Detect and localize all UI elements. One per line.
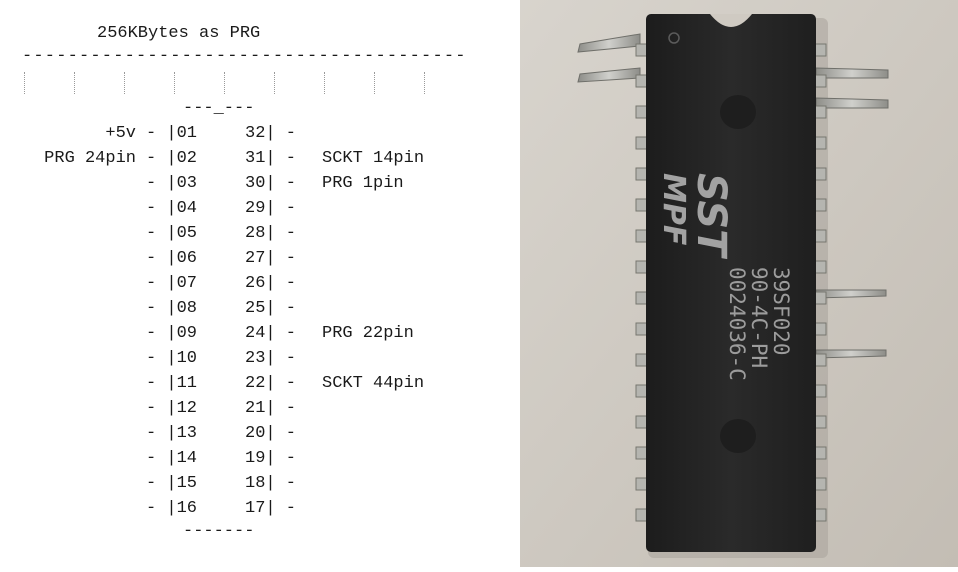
left-pin-number: - |07 [146, 274, 198, 293]
left-signal-label: PRG 24pin [44, 149, 136, 168]
right-pin-number: 26| - [245, 274, 297, 293]
ejector-mark-bottom [720, 419, 756, 453]
title-rule: --------------------------------------- [22, 47, 467, 66]
bent-pins-left [577, 33, 641, 83]
right-pin-number: 28| - [245, 224, 297, 243]
left-pin-number: - |02 [146, 149, 198, 168]
diagram-title: 256KBytes as PRG [97, 24, 261, 43]
right-pin-number: 20| - [245, 424, 297, 443]
pin-row: - |07 26| - [0, 271, 520, 296]
right-signal-label: PRG 1pin [322, 174, 404, 193]
left-pin-number: - |10 [146, 349, 198, 368]
left-pin-number: - |16 [146, 499, 198, 518]
chip-notch [710, 14, 752, 27]
right-signal-label: SCKT 14pin [322, 149, 425, 168]
pin-row: - |15 18| - [0, 471, 520, 496]
left-pin-number: - |14 [146, 449, 198, 468]
left-pin-number: - |09 [146, 324, 198, 343]
chip-outline-top: ---_--- [183, 99, 255, 118]
bent-pins-right [815, 67, 889, 359]
marking-line3: 0024036-C [725, 267, 749, 381]
right-pin-number: 29| - [245, 199, 297, 218]
pin-row: - |08 25| - [0, 296, 520, 321]
pin-row: - |14 19| - [0, 446, 520, 471]
right-pin-number: 22| - [245, 374, 297, 393]
chip-photo: SST MPF 39SF020 90-4C-PH 0024036-C [520, 0, 958, 567]
pin-row: - |04 29| - [0, 196, 520, 221]
right-signal-label: PRG 22pin [322, 324, 414, 343]
right-pin-number: 24| - [245, 324, 297, 343]
pin-row: - |12 21| - [0, 396, 520, 421]
right-pin-number: 30| - [245, 174, 297, 193]
pin-row: - |11 22| - SCKT 44pin [0, 371, 520, 396]
marking-line1: 39SF020 [769, 267, 793, 356]
left-pin-number: - |08 [146, 299, 198, 318]
pin-row: - |13 20| - [0, 421, 520, 446]
pin-row: - |03 30| - PRG 1pin [0, 171, 520, 196]
left-pin-number: - |11 [146, 374, 198, 393]
ejector-mark-top [720, 95, 756, 129]
logo-top: SST [688, 173, 734, 259]
left-pin-number: - |04 [146, 199, 198, 218]
pin-row: PRG 24pin - |02 31| - SCKT 14pin [0, 146, 520, 171]
pinout-diagram: 256KBytes as PRG -----------------------… [0, 24, 520, 541]
pin-row: - |09 24| - PRG 22pin [0, 321, 520, 346]
pin-row: - |05 28| - [0, 221, 520, 246]
right-pin-number: 19| - [245, 449, 297, 468]
logo-bottom: MPF [656, 173, 691, 246]
pin-row: - |16 17| - [0, 496, 520, 521]
left-pin-number: - |15 [146, 474, 198, 493]
left-pin-number: - |01 [146, 124, 198, 143]
left-pin-number: - |03 [146, 174, 198, 193]
right-pin-number: 32| - [245, 124, 297, 143]
right-pin-number: 17| - [245, 499, 297, 518]
left-signal-label: +5v [105, 124, 136, 143]
right-pin-number: 31| - [245, 149, 297, 168]
left-pin-number: - |05 [146, 224, 198, 243]
pin-row: +5v - |01 32| - [0, 121, 520, 146]
left-pin-number: - |06 [146, 249, 198, 268]
chip-photo-svg: SST MPF 39SF020 90-4C-PH 0024036-C [520, 0, 958, 567]
right-signal-label: SCKT 44pin [322, 374, 425, 393]
left-pin-number: - |12 [146, 399, 198, 418]
left-pin-number: - |13 [146, 424, 198, 443]
right-pin-number: 18| - [245, 474, 297, 493]
marking-line2: 90-4C-PH [747, 267, 771, 368]
pin-row: - |10 23| - [0, 346, 520, 371]
chip-markings: SST MPF 39SF020 90-4C-PH 0024036-C [656, 173, 793, 381]
pin-row: - |06 27| - [0, 246, 520, 271]
chip-body [646, 14, 816, 552]
right-pin-number: 21| - [245, 399, 297, 418]
pin1-dot [668, 32, 680, 44]
right-pin-number: 23| - [245, 349, 297, 368]
dotted-rule [24, 72, 428, 94]
right-pin-number: 27| - [245, 249, 297, 268]
right-pin-number: 25| - [245, 299, 297, 318]
chip-outline-bottom: ------- [183, 522, 255, 541]
